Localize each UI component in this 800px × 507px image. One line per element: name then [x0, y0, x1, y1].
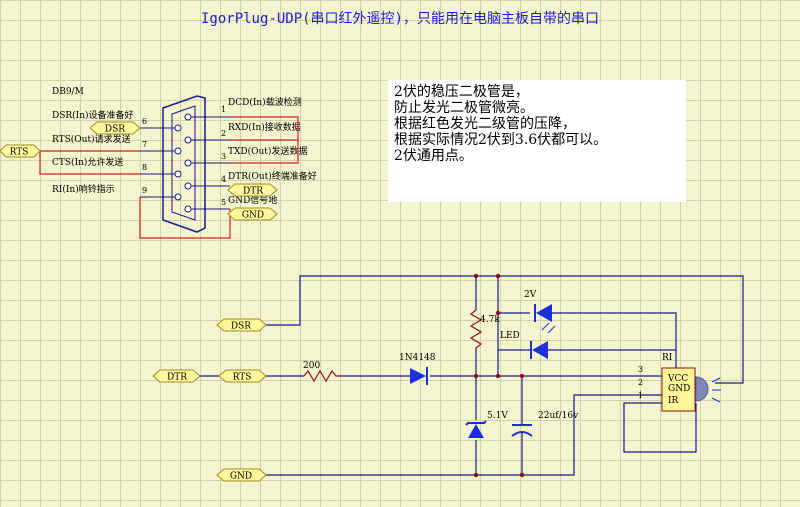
diode-1n4148: [410, 367, 428, 385]
ir-pin-number: 2: [638, 378, 643, 387]
pin-label: RI(In)响铃指示: [52, 183, 115, 195]
loopback-wires: [39, 116, 299, 239]
db9-connector: [140, 95, 230, 233]
pin-number: 7: [142, 140, 147, 149]
ir-pin-number: 3: [638, 365, 643, 374]
pin-label: GND信号地: [228, 194, 277, 206]
resistor-200-label: 200: [303, 361, 320, 371]
pin-number: 3: [221, 152, 226, 161]
notes-box: 2伏的稳压二极管是， 防止发光二极管微亮。 根据红色发光二级管的压降， 根据实际…: [388, 80, 686, 202]
led-2v-label: 2V: [524, 290, 537, 300]
note-line: 根据实际情况2伏到3.6伏都可以。: [394, 132, 608, 148]
svg-text:DSR: DSR: [231, 322, 251, 332]
pin-number: 2: [221, 129, 226, 138]
pin-label: DTR(Out)终端准备好: [228, 170, 317, 182]
ir-vcc-label: VCC: [667, 374, 688, 384]
svg-text:RTS: RTS: [233, 373, 252, 383]
pin-label: TXD(Out)发送数据: [228, 145, 307, 157]
resistor-4k7: [469, 309, 483, 350]
resistor-4k7-label: 4.7k: [480, 315, 500, 325]
svg-text:DSR: DSR: [105, 125, 125, 135]
pin-number: 1: [221, 105, 226, 114]
net-label-rts-lower: RTS: [218, 369, 267, 383]
resistor-200: [303, 369, 340, 383]
net-label-dtr: DTR: [227, 183, 278, 197]
pin-number: 5: [221, 198, 226, 207]
connector-name: DB9/M: [52, 87, 84, 97]
ir-module-label: RI: [662, 353, 673, 363]
ir-receiver-module: [630, 367, 721, 412]
net-label-gnd: GND: [227, 207, 278, 221]
net-label-dtr-lower: DTR: [152, 369, 201, 383]
net-label-gnd-lower: GND: [216, 468, 267, 482]
page-title: IgorPlug-UDP(串口红外遥控)，只能用在电脑主板自带的串口: [200, 11, 599, 27]
led-label: LED: [500, 331, 520, 341]
diode-label: 1N4148: [399, 353, 436, 363]
net-label-dsr-lower: DSR: [216, 318, 267, 332]
pin-label: RXD(In)接收数据: [228, 121, 301, 133]
net-label-dsr: DSR: [89, 121, 141, 135]
pin-label: DCD(In)载波检测: [228, 96, 302, 108]
svg-text:GND: GND: [230, 472, 252, 482]
note-line: 根据红色发光二级管的压降，: [394, 116, 576, 132]
led-2v: [534, 304, 556, 334]
pin-number: 8: [142, 163, 147, 172]
pin-number: 9: [142, 186, 147, 195]
svg-text:GND: GND: [242, 211, 264, 221]
led: [530, 341, 548, 359]
pin-label: CTS(In)允许发送: [52, 156, 123, 168]
svg-text:DTR: DTR: [167, 373, 187, 383]
capacitor-label: 22uf/16v: [538, 411, 579, 421]
ir-gnd-label: GND: [668, 384, 690, 394]
note-line: 2伏的稳压二极管是，: [394, 84, 529, 100]
ir-pin-number: 1: [638, 391, 643, 400]
zener-label: 5.1V: [487, 411, 508, 421]
zener-5v1: [465, 420, 487, 438]
pin-label: DSR(In)设备准备好: [52, 109, 134, 121]
capacitor-22uf: [511, 424, 533, 437]
svg-text:DTR: DTR: [243, 187, 263, 197]
note-line: 防止发光二极管微亮。: [394, 100, 534, 116]
junction-dots: [473, 273, 525, 478]
circuit-wires: [200, 275, 744, 476]
note-line: 2伏通用点。: [394, 148, 473, 164]
pin-number: 4: [221, 175, 226, 184]
ir-ir-label: IR: [668, 396, 679, 406]
svg-text:RTS: RTS: [10, 148, 29, 158]
net-label-rts: RTS: [0, 144, 41, 158]
pin-number: 6: [142, 117, 147, 126]
pin-label: RTS(Out)请求发送: [52, 133, 131, 145]
